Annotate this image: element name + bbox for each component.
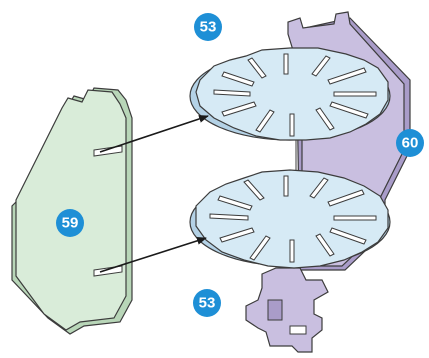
svg-text:60: 60 xyxy=(402,135,419,152)
callout-left-panel: 59 xyxy=(56,209,84,237)
svg-text:59: 59 xyxy=(62,215,79,232)
back-panel-tab xyxy=(245,267,329,353)
top-gear-part xyxy=(189,47,391,141)
arrow-upper xyxy=(99,115,209,153)
svg-text:53: 53 xyxy=(200,19,217,36)
bottom-gear-part xyxy=(189,169,391,269)
arrow-lower xyxy=(99,236,207,273)
callout-top-part: 53 xyxy=(194,13,222,41)
svg-text:53: 53 xyxy=(199,295,216,312)
callout-bottom-part: 53 xyxy=(193,289,221,317)
callout-back-panel: 60 xyxy=(396,129,424,157)
